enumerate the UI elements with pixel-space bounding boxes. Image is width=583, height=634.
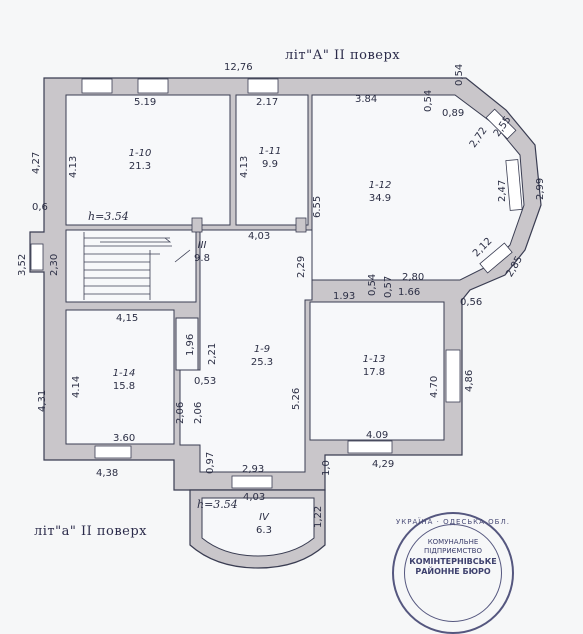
- room-13-floor: [309, 301, 445, 441]
- dim-r14-height: 4.14: [71, 375, 82, 398]
- dim-closet-196: 1,96: [185, 333, 196, 356]
- floor-plan: [29, 77, 542, 569]
- staircase: [83, 232, 191, 300]
- dim-r14-bottom: 3.60: [113, 433, 136, 444]
- dim-r11-width: 2.17: [256, 97, 279, 108]
- room-14-floor: [65, 309, 175, 445]
- dim-bay-089: 0,89: [442, 108, 465, 119]
- dim-r9-206a: 2,06: [175, 401, 186, 424]
- room-14-area: 15.8: [112, 381, 136, 392]
- room-13-area: 17.8: [362, 367, 386, 378]
- dim-closet-221: 2,21: [207, 342, 218, 365]
- dim-r12-height: 6.55: [312, 195, 323, 218]
- room-III-label: III 9.8: [194, 239, 210, 265]
- room-9-floor: [179, 229, 313, 473]
- dim-r13-height: 4.70: [429, 375, 440, 398]
- stamp-ring-text: УКРАЇНА · ОДЕСЬКА ОБЛ.: [396, 518, 510, 526]
- room-14-number: 1-14: [112, 368, 136, 379]
- dim-left-427: 4,27: [31, 151, 42, 174]
- dim-r14-width: 4,15: [116, 313, 139, 324]
- dim-r9-206b: 2,06: [193, 401, 204, 424]
- dim-left-230: 2,30: [49, 253, 60, 276]
- dim-r11-height: 4.13: [239, 155, 250, 178]
- dim-bottom-438: 4,38: [96, 468, 119, 479]
- dim-bottom-097: 0,97: [205, 451, 216, 474]
- room-10-floor: [65, 94, 231, 226]
- room-10-number: 1-10: [128, 148, 152, 159]
- room-9-area: 25.3: [250, 357, 274, 368]
- windows: [30, 78, 523, 489]
- dim-right-486: 4,86: [464, 369, 475, 392]
- porch-floor: [201, 497, 315, 557]
- dim-porch-122: 1,22: [313, 505, 324, 528]
- stamp-line-4: РАЙОННЕ БЮРО: [415, 567, 491, 576]
- dim-bay-056: 0,56: [460, 297, 483, 308]
- room-13-label: 1-13 17.8: [363, 353, 386, 379]
- stair-hall-floor: [65, 229, 197, 303]
- floor-title: літ"А" II поверх: [285, 48, 401, 63]
- dim-bay-299: 2,99: [535, 177, 546, 200]
- closet-floor: [175, 317, 199, 371]
- dim-r13-bottom: 4.09: [366, 430, 389, 441]
- dim-porch-403: 4,03: [243, 492, 266, 503]
- room-10-area: 21.3: [128, 161, 152, 172]
- room-11-area: 9.9: [262, 159, 278, 170]
- room-10-label: 1-10 21.3: [129, 147, 152, 173]
- room-13-number: 1-13: [362, 354, 386, 365]
- room-14-label: 1-14 15.8: [113, 367, 136, 393]
- ceiling-height-upper: h=3.54: [88, 210, 129, 223]
- dim-bay-247: 2,47: [497, 179, 508, 202]
- dim-top-total: 12,76: [224, 62, 253, 73]
- dim-r10-height: 4.13: [68, 155, 79, 178]
- dim-stair-width: 4,03: [248, 231, 271, 242]
- dim-mid-280: 2,80: [402, 272, 425, 283]
- dim-mid-229: 2,29: [296, 255, 307, 278]
- ceiling-height-porch: h=3.54: [197, 498, 238, 511]
- dim-bottom-10: 1,0: [321, 460, 332, 476]
- dim-left-352: 3,52: [17, 253, 28, 276]
- room-12-label: 1-12 34.9: [369, 179, 392, 205]
- dim-mid-054: 0,54: [367, 273, 378, 296]
- room-IV-number: IV: [259, 512, 269, 523]
- porch-title: літ"а" II поверх: [34, 524, 148, 539]
- room-11-floor: [235, 94, 309, 226]
- dim-bottom-429: 4,29: [372, 459, 395, 470]
- room-12-number: 1-12: [368, 180, 392, 191]
- room-III-number: III: [197, 240, 207, 251]
- room-9-number: 1-9: [253, 344, 271, 355]
- dim-bay-054a: 0,54: [454, 63, 465, 86]
- stamp-line-2: ПІДПРИЄМСТВО: [424, 547, 482, 555]
- dim-left-06: 0,6: [32, 202, 48, 213]
- dim-bay-054b: 0,54: [423, 89, 434, 112]
- dim-left-431: 4,31: [37, 389, 48, 412]
- room-12-area: 34.9: [368, 193, 392, 204]
- dim-closet-053: 0,53: [194, 376, 217, 387]
- room-11-number: 1-11: [258, 146, 282, 157]
- official-stamp: УКРАЇНА · ОДЕСЬКА ОБЛ. КОМУНАЛЬНЕ ПІДПРИ…: [392, 512, 514, 634]
- room-IV-label: IV 6.3: [256, 511, 272, 537]
- dim-r9-height: 5.26: [291, 387, 302, 410]
- dim-bottom-293: 2,93: [242, 464, 265, 475]
- dim-r12-width: 3.84: [355, 94, 378, 105]
- dim-mid-057: 0,57: [383, 275, 394, 298]
- stamp-line-3: КОМІНТЕРНІВСЬКЕ: [409, 557, 497, 566]
- room-III-area: 9.8: [194, 253, 210, 264]
- dim-r10-width: 5.19: [134, 97, 157, 108]
- room-IV-area: 6.3: [256, 525, 272, 536]
- room-9-label: 1-9 25.3: [251, 343, 273, 369]
- dim-mid-166: 1.66: [398, 287, 421, 298]
- dim-mid-193: 1.93: [333, 291, 356, 302]
- stamp-line-1: КОМУНАЛЬНЕ: [427, 538, 479, 546]
- room-12-floor: [311, 94, 525, 281]
- room-11-label: 1-11 9.9: [259, 145, 282, 171]
